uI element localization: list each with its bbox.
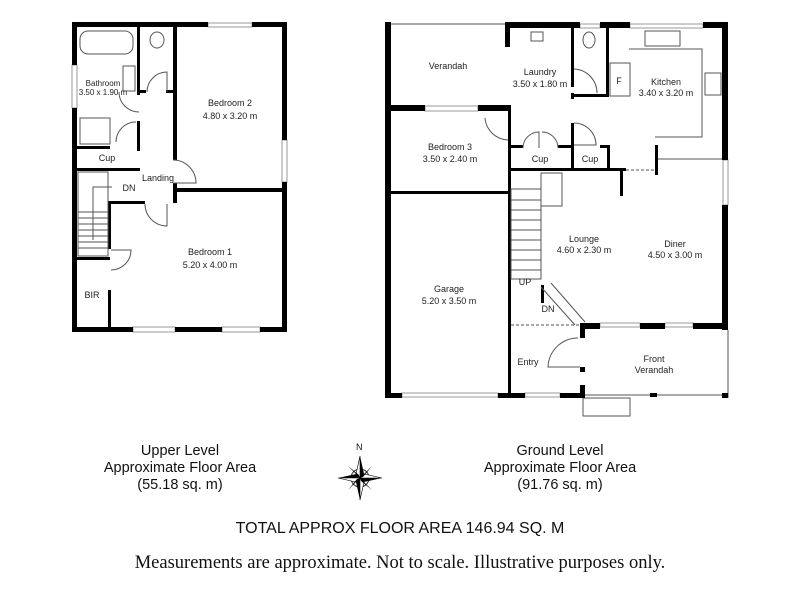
label-entry: Entry bbox=[517, 357, 539, 367]
room-name-bedroom-1: Bedroom 1 bbox=[188, 247, 232, 257]
label-cup: Cup bbox=[532, 154, 549, 164]
disclaimer: Measurements are approximate. Not to sca… bbox=[134, 553, 666, 573]
ground-level-caption: Ground Level Approximate Floor Area (91.… bbox=[465, 443, 655, 494]
label-up: UP bbox=[519, 277, 532, 287]
room-size-bathroom: 3.50 x 1.90 m bbox=[79, 88, 128, 97]
label-front-verandah: Verandah bbox=[635, 365, 674, 375]
room-size-lounge: 4.60 x 2.30 m bbox=[557, 245, 612, 255]
label-dn: DN bbox=[123, 183, 136, 193]
ground-level-plan: Verandah Laundry 3.50 x 1.80 m Kitchen 3… bbox=[385, 22, 729, 417]
upper-caption-area-label: Approximate Floor Area bbox=[103, 460, 257, 476]
room-name-bathroom: Bathroom bbox=[86, 79, 121, 88]
label-bir: BIR bbox=[84, 290, 100, 300]
room-name-bedroom-3: Bedroom 3 bbox=[428, 142, 472, 152]
room-size-bedroom-3: 3.50 x 2.40 m bbox=[423, 154, 478, 164]
compass-north-label: N bbox=[356, 442, 363, 452]
room-name-diner: Diner bbox=[664, 239, 686, 249]
room-name-laundry: Laundry bbox=[524, 67, 557, 77]
label-cup: Cup bbox=[99, 153, 116, 163]
room-name-bedroom-2: Bedroom 2 bbox=[208, 98, 252, 108]
upper-caption-title: Upper Level bbox=[140, 443, 220, 459]
room-name-garage: Garage bbox=[434, 284, 464, 294]
room-size-garage: 5.20 x 3.50 m bbox=[422, 296, 477, 306]
upper-stairs bbox=[77, 171, 112, 257]
ground-stairs bbox=[510, 172, 586, 326]
compass-rose-icon bbox=[337, 455, 383, 501]
label-verandah: Verandah bbox=[429, 61, 468, 71]
total-floor-area: TOTAL APPROX FLOOR AREA 146.94 SQ. M bbox=[235, 520, 565, 537]
label-cup-2: Cup bbox=[582, 154, 599, 164]
room-size-diner: 4.50 x 3.00 m bbox=[648, 250, 703, 260]
label-landing: Landing bbox=[142, 173, 174, 183]
label-fridge: F bbox=[616, 76, 622, 86]
upper-level-caption: Upper Level Approximate Floor Area (55.1… bbox=[90, 443, 270, 494]
room-name-lounge: Lounge bbox=[569, 234, 599, 244]
ground-caption-area-label: Approximate Floor Area bbox=[483, 460, 637, 476]
label-dn: DN bbox=[542, 304, 555, 314]
upper-level-plan: Bathroom 3.50 x 1.90 m Bedroom 2 4.80 x … bbox=[71, 22, 288, 333]
room-size-bedroom-1: 5.20 x 4.00 m bbox=[183, 260, 238, 270]
upper-caption-area: (55.18 sq. m) bbox=[137, 477, 223, 493]
room-name-kitchen: Kitchen bbox=[651, 77, 681, 87]
label-front: Front bbox=[643, 354, 665, 364]
room-size-bedroom-2: 4.80 x 3.20 m bbox=[203, 111, 258, 121]
ground-caption-area: (91.76 sq. m) bbox=[517, 477, 603, 493]
room-size-laundry: 3.50 x 1.80 m bbox=[513, 79, 568, 89]
ground-caption-title: Ground Level bbox=[516, 443, 604, 459]
room-size-kitchen: 3.40 x 3.20 m bbox=[639, 88, 694, 98]
